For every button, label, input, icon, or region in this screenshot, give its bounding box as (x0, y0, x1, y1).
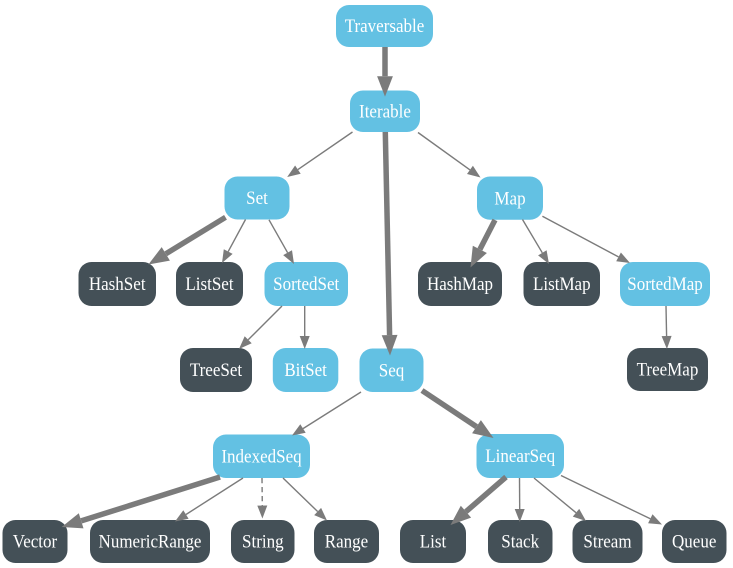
svg-text:Queue: Queue (672, 532, 716, 553)
svg-text:ListSet: ListSet (185, 274, 234, 295)
svg-text:BitSet: BitSet (284, 360, 327, 381)
svg-text:Map: Map (494, 188, 525, 209)
svg-text:Vector: Vector (13, 532, 58, 553)
svg-text:Stream: Stream (583, 532, 631, 553)
svg-text:SortedSet: SortedSet (273, 274, 340, 295)
svg-text:HashMap: HashMap (427, 274, 493, 295)
svg-text:Seq: Seq (379, 360, 405, 381)
svg-text:NumericRange: NumericRange (99, 532, 202, 553)
svg-text:SortedMap: SortedMap (627, 274, 703, 295)
svg-text:HashSet: HashSet (89, 274, 146, 295)
svg-text:String: String (242, 532, 284, 553)
svg-text:Set: Set (246, 188, 268, 209)
svg-text:Stack: Stack (501, 532, 539, 553)
svg-text:TreeSet: TreeSet (190, 360, 243, 381)
svg-text:List: List (420, 532, 447, 553)
svg-text:LinearSeq: LinearSeq (485, 446, 555, 467)
svg-text:TreeMap: TreeMap (637, 360, 699, 381)
svg-text:ListMap: ListMap (533, 274, 591, 295)
svg-text:Iterable: Iterable (359, 102, 411, 123)
svg-text:Traversable: Traversable (345, 16, 425, 37)
svg-text:IndexedSeq: IndexedSeq (221, 446, 302, 467)
svg-text:Range: Range (325, 532, 368, 553)
